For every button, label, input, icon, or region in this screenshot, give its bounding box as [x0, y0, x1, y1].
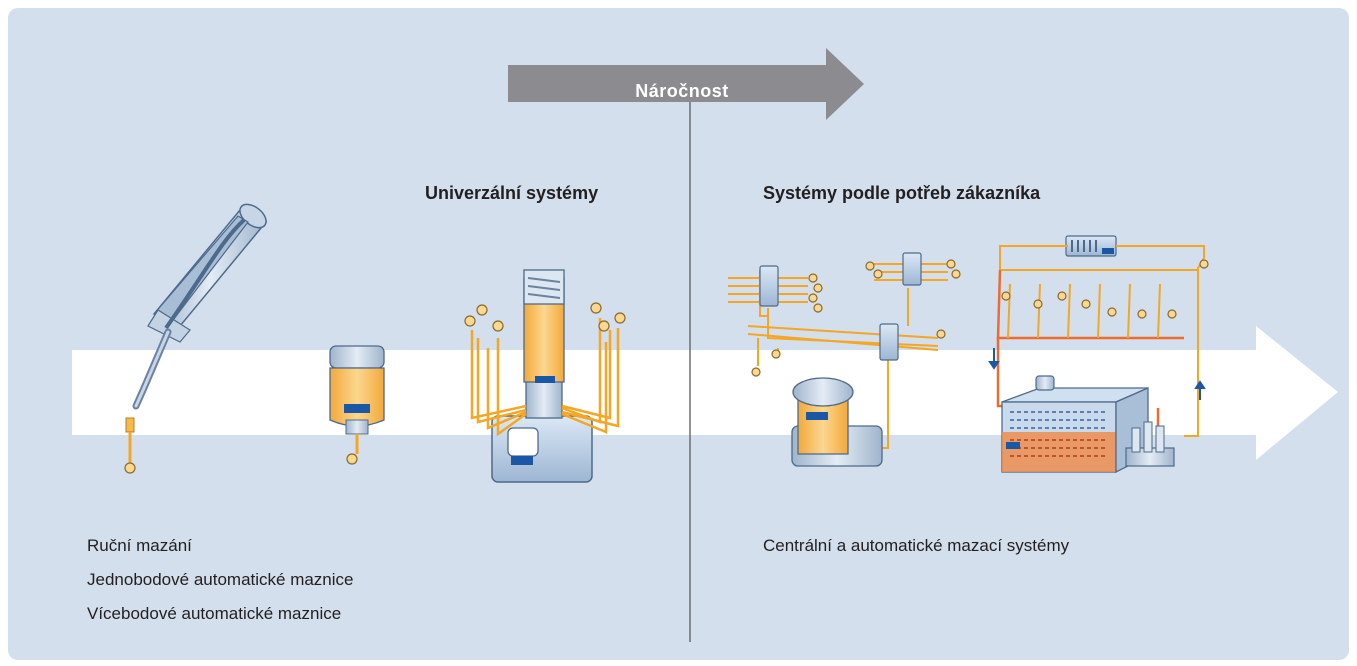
controller-icon	[1065, 235, 1117, 257]
grease-gun-icon	[124, 203, 268, 474]
list-item-manual-lubrication: Ruční mazání	[87, 536, 192, 555]
lubrication-points	[751, 259, 961, 377]
list-item-single-point-lubricators: Jednobodové automatické maznice	[87, 570, 354, 589]
diagram-panel: Náročnost Univerzální systémy Systémy po…	[8, 8, 1349, 660]
multipoint-lubricator-icon	[464, 269, 626, 483]
universal-systems-list: Ruční mazání Jednobodové automatické maz…	[87, 536, 354, 638]
central-systems-label: Centrální a automatické mazací systémy	[763, 536, 1070, 555]
universal-systems-heading: Univerzální systémy	[425, 183, 599, 203]
list-item-multipoint-lubricators: Vícebodové automatické maznice	[87, 604, 342, 623]
pump-unit-icon	[791, 377, 883, 467]
diagram-artwork	[72, 48, 1338, 642]
flow-arrows	[988, 348, 1206, 400]
heat-exchanger-icon	[1001, 375, 1175, 474]
single-point-lubricator-icon	[329, 345, 385, 465]
complexity-arrow-label: Náročnost	[635, 81, 729, 101]
complexity-arrow	[508, 48, 864, 120]
custom-systems-heading: Systémy podle potřeb zákazníka	[763, 183, 1041, 203]
machine-points	[1001, 259, 1209, 319]
distributor-blocks	[759, 252, 922, 361]
